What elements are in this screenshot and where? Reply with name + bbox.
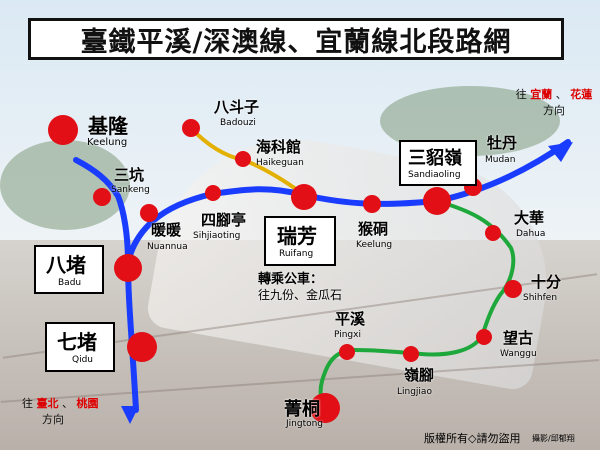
- station-lingjiao-en: Lingjiao: [397, 387, 432, 397]
- station-sandiaoling-label: 三貂嶺: [408, 148, 462, 169]
- station-houtong[interactable]: [363, 195, 381, 213]
- station-pingxi-label: 平溪: [335, 310, 366, 328]
- station-sankeng-label: 三坑: [114, 166, 145, 184]
- station-wanggu[interactable]: [476, 329, 492, 345]
- station-wanggu-en: Wanggu: [500, 349, 537, 359]
- map-title: 臺鐵平溪/深澳線、宜蘭線北段路網: [80, 26, 512, 58]
- station-pingxi-en: Pingxi: [334, 330, 361, 340]
- station-ruifang-en: Ruifang: [279, 249, 314, 259]
- station-sankeng[interactable]: [93, 188, 111, 206]
- sandiaoling-box: 三貂嶺 Sandiaoling: [399, 140, 477, 186]
- station-sankeng-en: Sankeng: [111, 185, 150, 195]
- station-dahua[interactable]: [485, 225, 501, 241]
- direction-bottom-prefix: 往: [22, 397, 33, 410]
- qidu-box: 七堵 Qidu: [45, 322, 115, 372]
- direction-bottom-line-2: 方向: [42, 413, 64, 426]
- station-keelung-label: 基隆: [88, 114, 128, 138]
- station-keelung-en: Keelung: [87, 137, 128, 148]
- station-dahua-en: Dahua: [516, 229, 546, 239]
- station-haikeguan[interactable]: [235, 151, 251, 167]
- transfer-items: 往九份、金瓜石: [258, 288, 343, 302]
- direction-bottom-dest-1: 臺北: [36, 397, 59, 410]
- east-arrow-head: [548, 142, 573, 162]
- direction-top-dest-2: 花蓮: [570, 88, 593, 101]
- station-nuannua[interactable]: [140, 204, 158, 222]
- direction-bottom: 往 臺北 、 桃園 方向: [22, 395, 132, 427]
- photo-credit: 攝影/邱郁翔: [532, 434, 575, 443]
- station-shihfen-label: 十分: [531, 273, 562, 291]
- station-ruifang[interactable]: [291, 184, 317, 210]
- station-badu-label: 八堵: [46, 253, 86, 277]
- station-qidu-label: 七堵: [57, 330, 97, 354]
- station-lingjiao-label: 嶺腳: [404, 366, 435, 384]
- station-mudan-label: 牡丹: [487, 134, 518, 152]
- direction-bottom-dest-2: 桃園: [76, 397, 99, 410]
- station-qidu[interactable]: [127, 332, 157, 362]
- station-lingjiao[interactable]: [403, 346, 419, 362]
- direction-top-dest-1: 宜蘭: [530, 88, 553, 101]
- station-badu[interactable]: [114, 254, 142, 282]
- badu-box: 八堵 Badu: [34, 245, 104, 294]
- station-shihfen[interactable]: [504, 280, 522, 298]
- direction-top-prefix: 往: [515, 88, 527, 101]
- direction-top: 往 宜蘭 、 花蓮 方向: [506, 86, 600, 118]
- station-jingtong-label: 菁桐: [284, 399, 320, 420]
- station-sandiaoling-en: Sandiaoling: [408, 170, 461, 180]
- direction-top-line-1: 往 宜蘭 、 花蓮: [506, 86, 600, 102]
- station-sihjiaoting-en: Sihjiaoting: [193, 231, 241, 241]
- station-badouzi-label: 八斗子: [214, 98, 260, 116]
- station-nuannua-label: 暖暖: [151, 221, 182, 239]
- station-pingxi[interactable]: [339, 344, 355, 360]
- station-shihfen-en: Shihfen: [523, 293, 558, 303]
- station-badu-en: Badu: [58, 278, 82, 288]
- station-badouzi-en: Badouzi: [220, 118, 256, 128]
- station-sandiaoling[interactable]: [423, 187, 451, 215]
- title-box: 臺鐵平溪/深澳線、宜蘭線北段路網: [28, 18, 564, 60]
- station-qidu-en: Qidu: [72, 355, 94, 365]
- direction-bottom-line-1: 往 臺北 、 桃園: [22, 395, 132, 411]
- transfer-title: 轉乘公車：: [258, 272, 324, 287]
- ruifang-box: 瑞芳 Ruifang: [264, 216, 336, 266]
- station-houtong-en: Keelung: [356, 240, 393, 250]
- direction-top-separator: 、: [555, 88, 567, 101]
- station-sihjiaoting-label: 四腳亭: [201, 211, 247, 229]
- pingxi-green-line: [318, 199, 516, 410]
- south-arrow-head: [121, 406, 139, 424]
- station-mudan-en: Mudan: [485, 155, 516, 165]
- station-jingtong-en: Jingtong: [286, 419, 324, 429]
- station-houtong-label: 猴硐: [358, 220, 389, 238]
- station-wanggu-label: 望古: [503, 329, 534, 347]
- direction-bottom-separator: 、: [62, 397, 73, 410]
- station-haikeguan-label: 海科館: [256, 138, 302, 156]
- station-badouzi[interactable]: [182, 119, 200, 137]
- station-ruifang-label: 瑞芳: [277, 224, 317, 248]
- station-dahua-label: 大華: [514, 209, 545, 227]
- station-keelung[interactable]: [48, 115, 78, 145]
- station-sihjiaoting[interactable]: [205, 185, 221, 201]
- direction-top-line-2: 方向: [543, 104, 565, 117]
- station-nuannua-en: Nuannua: [147, 242, 188, 252]
- station-haikeguan-en: Haikeguan: [256, 158, 304, 168]
- station-jingtong[interactable]: [310, 393, 340, 423]
- copyright-text: 版權所有◇請勿盜用: [424, 432, 521, 445]
